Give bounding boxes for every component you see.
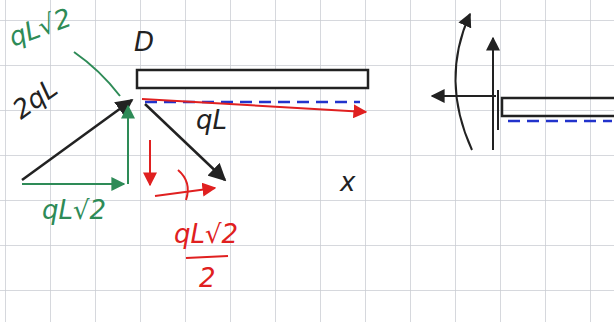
x-axis-arrow: [142, 99, 366, 112]
force-label: qL: [194, 106, 229, 134]
point-label: D: [132, 28, 156, 56]
red-vertical-component: [149, 140, 151, 185]
component-label: qL√2: [40, 196, 108, 224]
axis-label: x: [338, 168, 357, 196]
fraction-numerator: qL√2: [172, 220, 240, 248]
beam-segment: [502, 98, 614, 116]
fraction-denominator: 2: [197, 264, 218, 292]
leader-line: [74, 52, 120, 96]
normal-arrow: [432, 95, 496, 97]
shear-arrow: [492, 38, 494, 150]
red-angle-arc: [178, 170, 188, 200]
moment-arc: [455, 14, 472, 150]
vertical-component: [127, 106, 129, 184]
horizontal-component: [22, 183, 124, 185]
cut-line: [497, 90, 499, 130]
red-horizontal-component: [155, 188, 215, 196]
fraction-bar: [186, 256, 228, 258]
beam: [137, 70, 368, 88]
dashed-fiber: [508, 120, 612, 123]
